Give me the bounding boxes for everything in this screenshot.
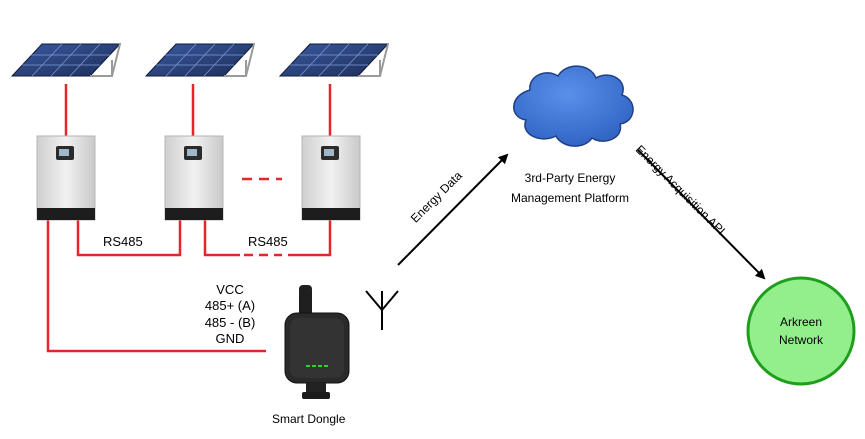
network-label-line1: Arkreen [779, 315, 823, 329]
inverter-icon [36, 135, 96, 221]
pin-485b: 485 - (B) [204, 315, 256, 330]
platform-label-line2: Management Platform [510, 191, 630, 205]
platform-label-line1: 3rd-Party Energy [524, 171, 616, 185]
wiring [46, 84, 332, 353]
antenna-icon [365, 290, 399, 330]
arkreen-network-node [746, 276, 856, 386]
energy-data-arrow [397, 153, 509, 266]
network-label-line2: Network [778, 333, 823, 347]
smart-dongle-icon [284, 285, 350, 399]
cloud-icon [513, 65, 634, 147]
rs485-label-left: RS485 [103, 234, 143, 249]
pin-485a: 485+ (A) [204, 298, 256, 313]
solar-panel-icon [10, 43, 122, 77]
api-arrow [637, 149, 766, 280]
rs485-label-right: RS485 [248, 234, 288, 249]
solar-panel-icon [278, 43, 390, 77]
pin-vcc: VCC [216, 282, 244, 297]
inverter-icon [301, 135, 361, 221]
solar-panel-icon [144, 43, 256, 77]
dongle-label: Smart Dongle [272, 412, 346, 426]
pin-gnd: GND [215, 331, 245, 346]
inverter-icon [164, 135, 224, 221]
